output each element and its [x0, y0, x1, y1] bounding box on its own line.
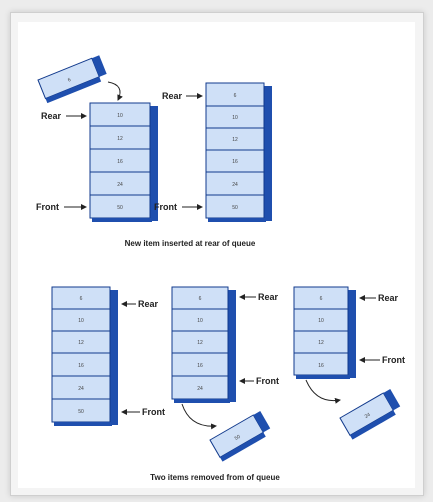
cell: 6 — [199, 296, 202, 302]
queue-after-insert: 6 10 12 16 24 50 — [205, 82, 272, 222]
front-label: Front — [154, 202, 177, 212]
remove-arrow — [181, 403, 217, 430]
remove-arrow — [305, 379, 341, 404]
cell: 12 — [117, 136, 123, 142]
cell: 12 — [78, 340, 84, 346]
cell: 10 — [197, 318, 203, 324]
cell: 16 — [197, 363, 203, 369]
cell: 10 — [117, 113, 123, 119]
cell: 10 — [318, 318, 324, 324]
queue-bottom-1: 6 10 12 16 24 50 — [51, 286, 118, 426]
removed-value: 50 — [234, 434, 242, 442]
cell: 6 — [320, 296, 323, 302]
rear-label: Rear — [41, 111, 62, 121]
cell: 10 — [78, 318, 84, 324]
cell: 16 — [117, 159, 123, 165]
cell: 50 — [117, 205, 123, 211]
queue-before: 10 12 16 24 50 — [89, 102, 158, 222]
front-label: Front — [382, 355, 405, 365]
rear-label: Rear — [162, 91, 183, 101]
cell: 50 — [232, 205, 238, 211]
cell: 12 — [197, 340, 203, 346]
rear-label: Rear — [378, 293, 399, 303]
caption-top: New item inserted at rear of queue — [125, 239, 256, 248]
cell: 50 — [78, 409, 84, 415]
caption-bottom: Two items removed from of queue — [150, 473, 280, 482]
queue-bottom-2: 6 10 12 16 24 — [171, 286, 236, 403]
queue-bottom-3: 6 10 12 16 — [293, 286, 356, 379]
cell: 10 — [232, 115, 238, 121]
new-item-value: 6 — [67, 77, 72, 84]
cell: 24 — [232, 182, 238, 188]
new-item-block: 6 — [37, 55, 107, 104]
rear-label: Rear — [258, 292, 279, 302]
rear-label: Rear — [138, 299, 159, 309]
cell: 16 — [232, 159, 238, 165]
front-label: Front — [142, 407, 165, 417]
removed-item-1: 50 — [209, 411, 271, 462]
front-label: Front — [256, 376, 279, 386]
removed-value: 24 — [364, 412, 372, 420]
removed-item-2: 24 — [339, 389, 401, 440]
front-label: Front — [36, 202, 59, 212]
cell: 16 — [318, 363, 324, 369]
cell: 6 — [234, 93, 237, 99]
cell: 12 — [318, 340, 324, 346]
insert-arrow — [107, 81, 123, 101]
cell: 24 — [78, 386, 84, 392]
cell: 6 — [80, 296, 83, 302]
cell: 24 — [117, 182, 123, 188]
cell: 24 — [197, 386, 203, 392]
cell: 12 — [232, 137, 238, 143]
cell: 16 — [78, 363, 84, 369]
